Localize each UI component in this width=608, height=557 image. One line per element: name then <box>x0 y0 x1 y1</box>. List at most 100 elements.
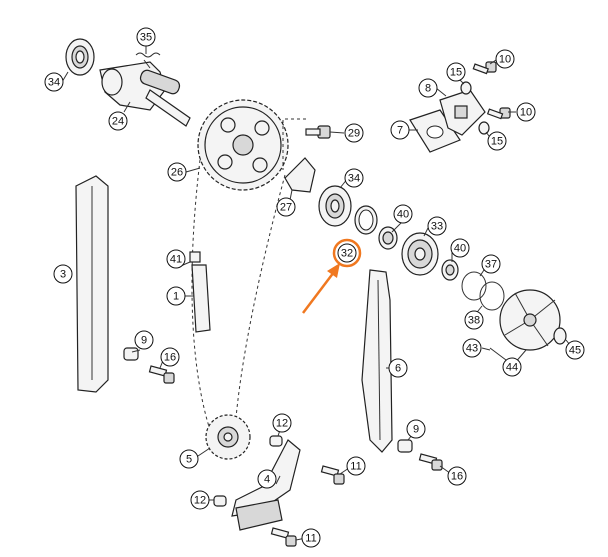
callout-9: 9 <box>134 330 154 350</box>
part-27 <box>284 157 316 193</box>
crank-sprocket-part-5 <box>205 414 251 460</box>
callout-circle <box>301 528 321 548</box>
callout-number: 35 <box>140 32 152 44</box>
callout-circle <box>495 49 515 69</box>
callout-circle <box>516 102 536 122</box>
chain-guide-part-3 <box>75 175 109 393</box>
callout-41: 41 <box>166 249 186 269</box>
callout-number: 9 <box>413 424 419 436</box>
callout-number: 44 <box>506 362 518 374</box>
pin-part-43 <box>489 347 507 361</box>
callout-number: 10 <box>520 107 532 119</box>
callout-number: 11 <box>305 533 316 545</box>
callout-circle <box>406 419 426 439</box>
callout-27: 27 <box>276 197 296 217</box>
callout-26: 26 <box>167 162 187 182</box>
sleeve-part-9-right <box>397 439 413 453</box>
callout-10: 10 <box>516 102 536 122</box>
callout-number: 34 <box>48 77 60 89</box>
callout-number: 37 <box>485 259 497 271</box>
callout-circle <box>418 78 438 98</box>
impeller-part-44 <box>499 289 561 351</box>
callout-circle <box>450 238 470 258</box>
callout-number: 15 <box>491 136 503 148</box>
callout-circle <box>344 123 364 143</box>
callout-24: 24 <box>108 111 128 131</box>
gasket-part-7 <box>409 109 461 153</box>
bolt-part-10-top <box>472 61 497 75</box>
highlight-ring <box>332 238 362 268</box>
callout-circle <box>44 72 64 92</box>
callout-circle <box>276 197 296 217</box>
camshaft-part-24 <box>99 61 191 127</box>
callout-circle <box>388 358 408 378</box>
callout-number: 34 <box>348 173 360 185</box>
callout-33: 33 <box>427 216 447 236</box>
sleeve-part-12-lower <box>213 495 227 507</box>
callout-12: 12 <box>272 413 292 433</box>
callout-number: 40 <box>397 209 409 221</box>
callout-circle <box>136 27 156 47</box>
callout-40: 40 <box>450 238 470 258</box>
callout-number: 12 <box>276 418 288 430</box>
callout-circle <box>190 490 210 510</box>
callout-circle <box>446 62 466 82</box>
callout-10: 10 <box>495 49 515 69</box>
callout-circle <box>390 120 410 140</box>
callout-number: 43 <box>466 343 478 355</box>
callout-number: 4 <box>264 474 270 486</box>
callout-1: 1 <box>166 286 186 306</box>
callout-number: 26 <box>171 167 183 179</box>
callout-15: 15 <box>487 131 507 151</box>
callout-number: 5 <box>186 454 192 466</box>
callout-43: 43 <box>462 338 482 358</box>
callout-circle <box>487 131 507 151</box>
washer-part-15-bottom <box>478 121 490 135</box>
callout-4: 4 <box>257 469 277 489</box>
callout-number: 45 <box>569 345 581 357</box>
callout-34: 34 <box>344 168 364 188</box>
callout-38: 38 <box>464 310 484 330</box>
callout-3: 3 <box>53 264 73 284</box>
callout-number: 15 <box>450 67 462 79</box>
callout-number: 33 <box>431 221 443 233</box>
callout-number: 12 <box>194 495 206 507</box>
callout-circle <box>160 347 180 367</box>
callout-circle <box>53 264 73 284</box>
callout-circle <box>346 456 366 476</box>
callout-6: 6 <box>388 358 408 378</box>
water-pump-gear-part-33 <box>401 232 439 276</box>
callout-number: 9 <box>141 335 147 347</box>
callout-circle <box>272 413 292 433</box>
callout-number: 11 <box>350 461 361 473</box>
tensioner-rail-part-6 <box>361 269 393 453</box>
callout-16: 16 <box>447 466 467 486</box>
cam-sprocket-part-26 <box>197 99 289 191</box>
sleeve-part-12-upper <box>269 435 283 447</box>
callout-number: 40 <box>454 243 466 255</box>
callout-32: 32 <box>332 238 362 268</box>
callout-circle <box>447 466 467 486</box>
callout-number: 16 <box>164 352 176 364</box>
bolt-part-16-left <box>148 365 175 384</box>
callout-circle <box>134 330 154 350</box>
bolt-part-10-right <box>486 107 511 120</box>
callout-circle <box>108 111 128 131</box>
bolt-part-29 <box>282 118 331 170</box>
callout-circle <box>166 249 186 269</box>
bolt-part-11-upper <box>320 465 345 485</box>
bushing-part-40-right <box>441 259 459 281</box>
callout-circle <box>167 162 187 182</box>
callout-15: 15 <box>446 62 466 82</box>
callout-37: 37 <box>481 254 501 274</box>
callout-16: 16 <box>160 347 180 367</box>
bearing-part-34-middle <box>318 185 352 227</box>
callout-circle <box>565 340 585 360</box>
callout-number: 24 <box>112 116 124 128</box>
callout-circle <box>502 357 522 377</box>
highlight-arrow <box>302 263 340 314</box>
callout-29: 29 <box>344 123 364 143</box>
part-41 <box>189 251 201 263</box>
callout-number: 16 <box>451 471 463 483</box>
